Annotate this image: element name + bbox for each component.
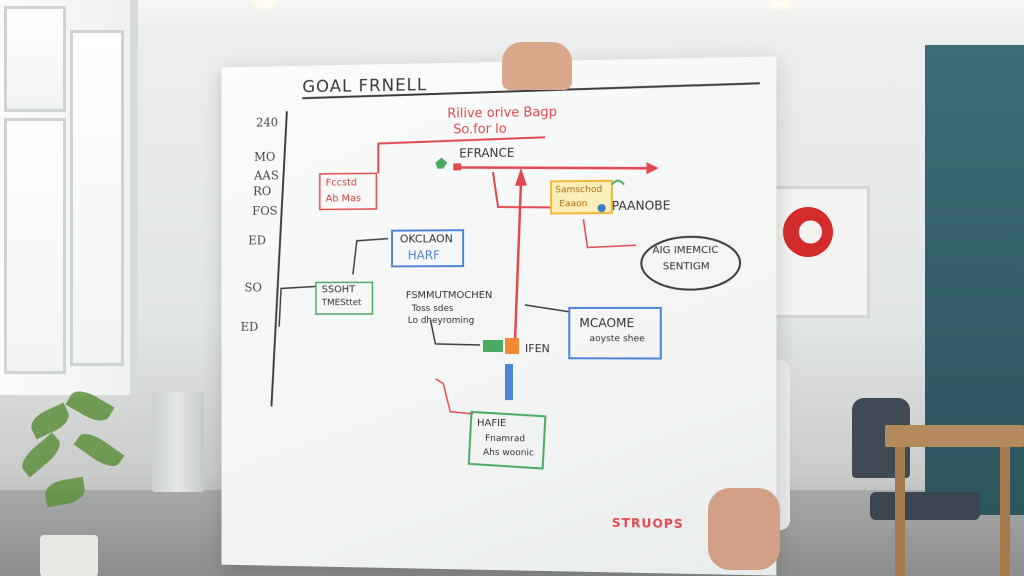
margin-label: ED [248, 233, 267, 248]
green-star-icon [435, 157, 448, 169]
mcaome-line-2: aoyste shee [589, 334, 645, 345]
plant-pot [40, 535, 98, 576]
fsmutmochen-line-1: FSMMUTMOCHEN [405, 290, 493, 302]
ellipse-line-2: SENTIGM [662, 261, 710, 273]
margin-label: 240 [256, 115, 279, 130]
corner-logo: STRUOPS [611, 515, 684, 532]
box-sont-line-1: SSOHT [321, 284, 356, 296]
margin-label: SO [244, 280, 262, 295]
ifen-label: IFEN [525, 342, 550, 356]
table-leg [1000, 447, 1010, 576]
red-vertical-arrow [515, 182, 521, 342]
green-block [483, 339, 503, 353]
ink-line [525, 305, 570, 312]
plant-leaf [16, 432, 66, 478]
ink-line [353, 239, 388, 275]
ink-line [279, 286, 316, 326]
margin-label: AAS [254, 168, 279, 183]
red-line [493, 171, 555, 208]
poster-logo-icon [783, 207, 833, 257]
window [0, 0, 138, 395]
mcaome-line-1: MCAOME [579, 316, 635, 331]
bottom-box-line-2: Fnamrad [485, 433, 526, 445]
wall-poster [760, 186, 870, 318]
whiteboard: GOAL FRNELL 240 MO AAS RO FOS ED SO ED R… [221, 56, 777, 576]
box-left-line-1: Fccstd [325, 177, 358, 189]
margin-label: FOS [252, 203, 278, 218]
box-yellow-frame [551, 181, 612, 214]
ceiling-light [252, 0, 278, 9]
table-top [885, 425, 1024, 447]
ellipse-line-1: AIG IMEMCIC [652, 244, 719, 257]
window-pane [4, 6, 66, 112]
efrance-label: EFRANCE [459, 145, 515, 161]
top-note-line-1: Rilive orive Bagp [447, 104, 557, 122]
red-arrowhead [514, 167, 528, 186]
box-left-line-2: Ab Mas [325, 193, 362, 205]
chair-seat [870, 492, 980, 520]
red-arrowhead [646, 162, 659, 175]
margin-label: RO [253, 184, 272, 199]
top-note-line-2: So.for lo [453, 121, 507, 138]
radiator [152, 392, 204, 492]
hand-right [708, 488, 780, 570]
margin-label: ED [240, 319, 259, 334]
red-arrow-line [453, 165, 646, 170]
plant-leaf [73, 428, 125, 472]
blue-dot-icon [597, 204, 606, 213]
box-okclaon-line-2: HARF [407, 248, 440, 263]
window-pane [70, 30, 124, 366]
paanobe-label: PAANOBE [611, 198, 671, 214]
board-title: GOAL FRNELL [302, 75, 428, 98]
box-sont-line-2: TMESttet [321, 298, 362, 309]
bottom-box-line-1: HAFIE [477, 417, 507, 430]
bottom-box-line-3: Ahs woonic [483, 447, 534, 459]
hand-top [502, 42, 572, 90]
box-yellow-line-2: Eaaon [559, 199, 588, 210]
diagram-lines [222, 56, 777, 575]
red-line [583, 219, 636, 248]
red-line [435, 379, 473, 414]
window-pane [4, 118, 66, 374]
orange-block [504, 338, 519, 355]
red-block [453, 163, 462, 171]
margin-label: MO [254, 149, 276, 164]
box-yellow-line-1: Samschod [555, 184, 603, 196]
ceiling [0, 0, 1024, 30]
ceiling-light [768, 0, 794, 10]
box-okclaon-line-1: OKCLAON [399, 232, 453, 246]
table-leg [895, 447, 905, 576]
fsmutmochen-line-2: Toss sdes [411, 304, 454, 315]
blue-block [504, 363, 513, 400]
fsmutmochen-line-3: Lo dheyroming [407, 316, 475, 326]
leaf-doodle-icon [612, 181, 624, 185]
